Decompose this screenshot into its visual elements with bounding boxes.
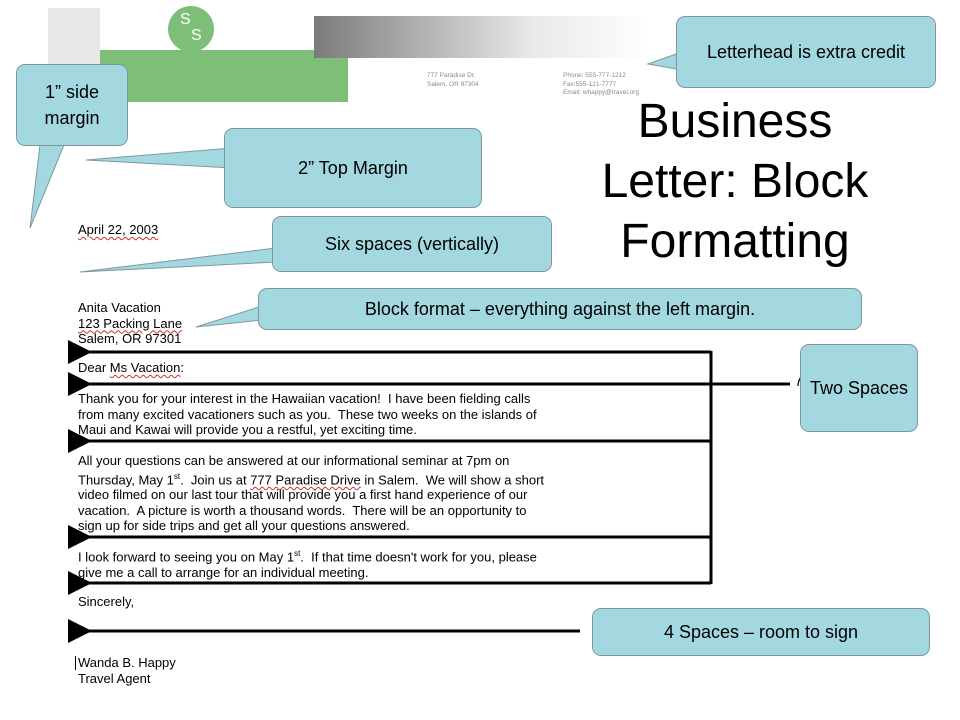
callout-top-margin: 2” Top Margin [224,128,482,208]
title-line-3: Formatting [620,215,850,268]
letter-paragraph-1: Thank you for your interest in the Hawai… [78,391,537,437]
side-margin-pointer [29,144,65,229]
letter-closing: Sincerely, [78,594,135,609]
callout-side-margin: 1” side margin [16,64,128,146]
callout-six-spaces: Six spaces (vertically) [272,216,552,272]
letterhead-logo: S S [168,6,214,52]
letterhead-green-bar [100,50,348,102]
letter-paragraph-2: All your questions can be answered at ou… [78,453,545,534]
title-line-2: Letter: Block [601,155,869,208]
logo-letter-1: S [180,11,191,28]
block-format-pointer [195,305,263,328]
letter-paragraph-3: I look forward to seeing you on May 1st.… [78,549,537,580]
top-margin-pointer [85,147,233,169]
callout-two-spaces: Two Spaces [800,344,918,432]
text-cursor [75,656,76,670]
letterhead-gradient-bar [314,16,650,58]
callout-four-spaces: 4 Spaces – room to sign [592,608,930,656]
letter-date: April 22, 2003 [78,222,159,237]
letterhead-address: 777 Paradise Dr.Salem, OR 97304 [427,72,479,88]
title-line-1: Business [637,95,833,148]
six-spaces-pointer [79,247,277,273]
letter-salutation: Dear Ms Vacation: [78,360,184,375]
slide-title: Business Letter: Block Formatting [570,92,900,272]
callout-letterhead: Letterhead is extra credit [676,16,936,88]
logo-letter-2: S [191,27,202,44]
callout-block-format: Block format – everything against the le… [258,288,862,330]
